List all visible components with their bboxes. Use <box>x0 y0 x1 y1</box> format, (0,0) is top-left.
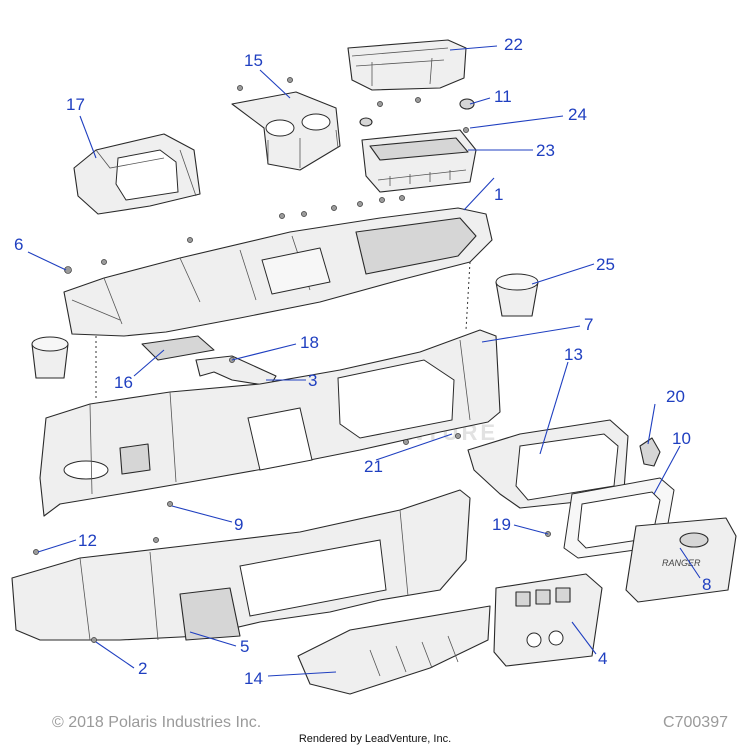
footer-copyright: © 2018 Polaris Industries Inc. <box>52 714 262 731</box>
callout-5: 5 <box>240 637 250 656</box>
callout-10: 10 <box>672 429 691 448</box>
callout-4: 4 <box>598 649 608 668</box>
callout-7: 7 <box>584 315 594 334</box>
callout-2: 2 <box>138 659 148 678</box>
callout-16: 16 <box>114 373 133 392</box>
callout-9: 9 <box>234 515 244 534</box>
part-22-storage-lid <box>347 39 467 91</box>
callout-19: 19 <box>492 515 511 534</box>
part-23-storage-tray <box>361 129 477 193</box>
callout-20: 20 <box>666 387 685 406</box>
part-3-bracket <box>195 355 277 387</box>
callout-14: 14 <box>244 669 263 688</box>
part-6-screw <box>64 266 72 274</box>
callout-23: 23 <box>536 141 555 160</box>
glovebox-logo: RANGER <box>662 558 701 568</box>
part-8-glovebox-door: RANGER <box>625 517 737 603</box>
part-20-latch <box>639 437 661 467</box>
callout-12: 12 <box>78 531 97 550</box>
part-15-cupholder-console <box>231 91 341 171</box>
part-14-lower-tray <box>297 605 491 695</box>
part-17-gauge-bezel <box>73 133 201 215</box>
callout-23-top: 24 <box>568 105 587 124</box>
callout-8: 8 <box>702 575 712 594</box>
callout-22: 22 <box>504 35 523 54</box>
callout-1: 1 <box>494 185 504 204</box>
part-4-switch-panel <box>493 573 603 667</box>
callout-6: 6 <box>14 235 24 254</box>
callout-25: 25 <box>596 255 615 274</box>
callout-11: 11 <box>494 87 512 106</box>
callout-leaders <box>27 45 701 677</box>
part-7-main-dash <box>39 329 501 517</box>
callout-21: 21 <box>364 457 383 476</box>
callout-18: 18 <box>300 333 319 352</box>
part-5-lower-dash <box>11 489 471 641</box>
callout-17: 17 <box>66 95 85 114</box>
part-11-grommet <box>359 98 475 127</box>
callout-3: 3 <box>308 371 318 390</box>
footer-rendered-by: Rendered by LeadVenture, Inc. <box>298 733 452 745</box>
part-25-cup-insert <box>495 273 539 317</box>
callout-13: 13 <box>564 345 583 364</box>
alignment-line-right <box>465 261 471 331</box>
cup-insert-left <box>31 336 69 379</box>
screws <box>33 77 551 643</box>
footer-diagram-code: C700397 <box>663 714 728 731</box>
callout-15: 15 <box>244 51 263 70</box>
part-16-panel <box>141 335 215 361</box>
part-1-upper-dash <box>63 207 493 337</box>
